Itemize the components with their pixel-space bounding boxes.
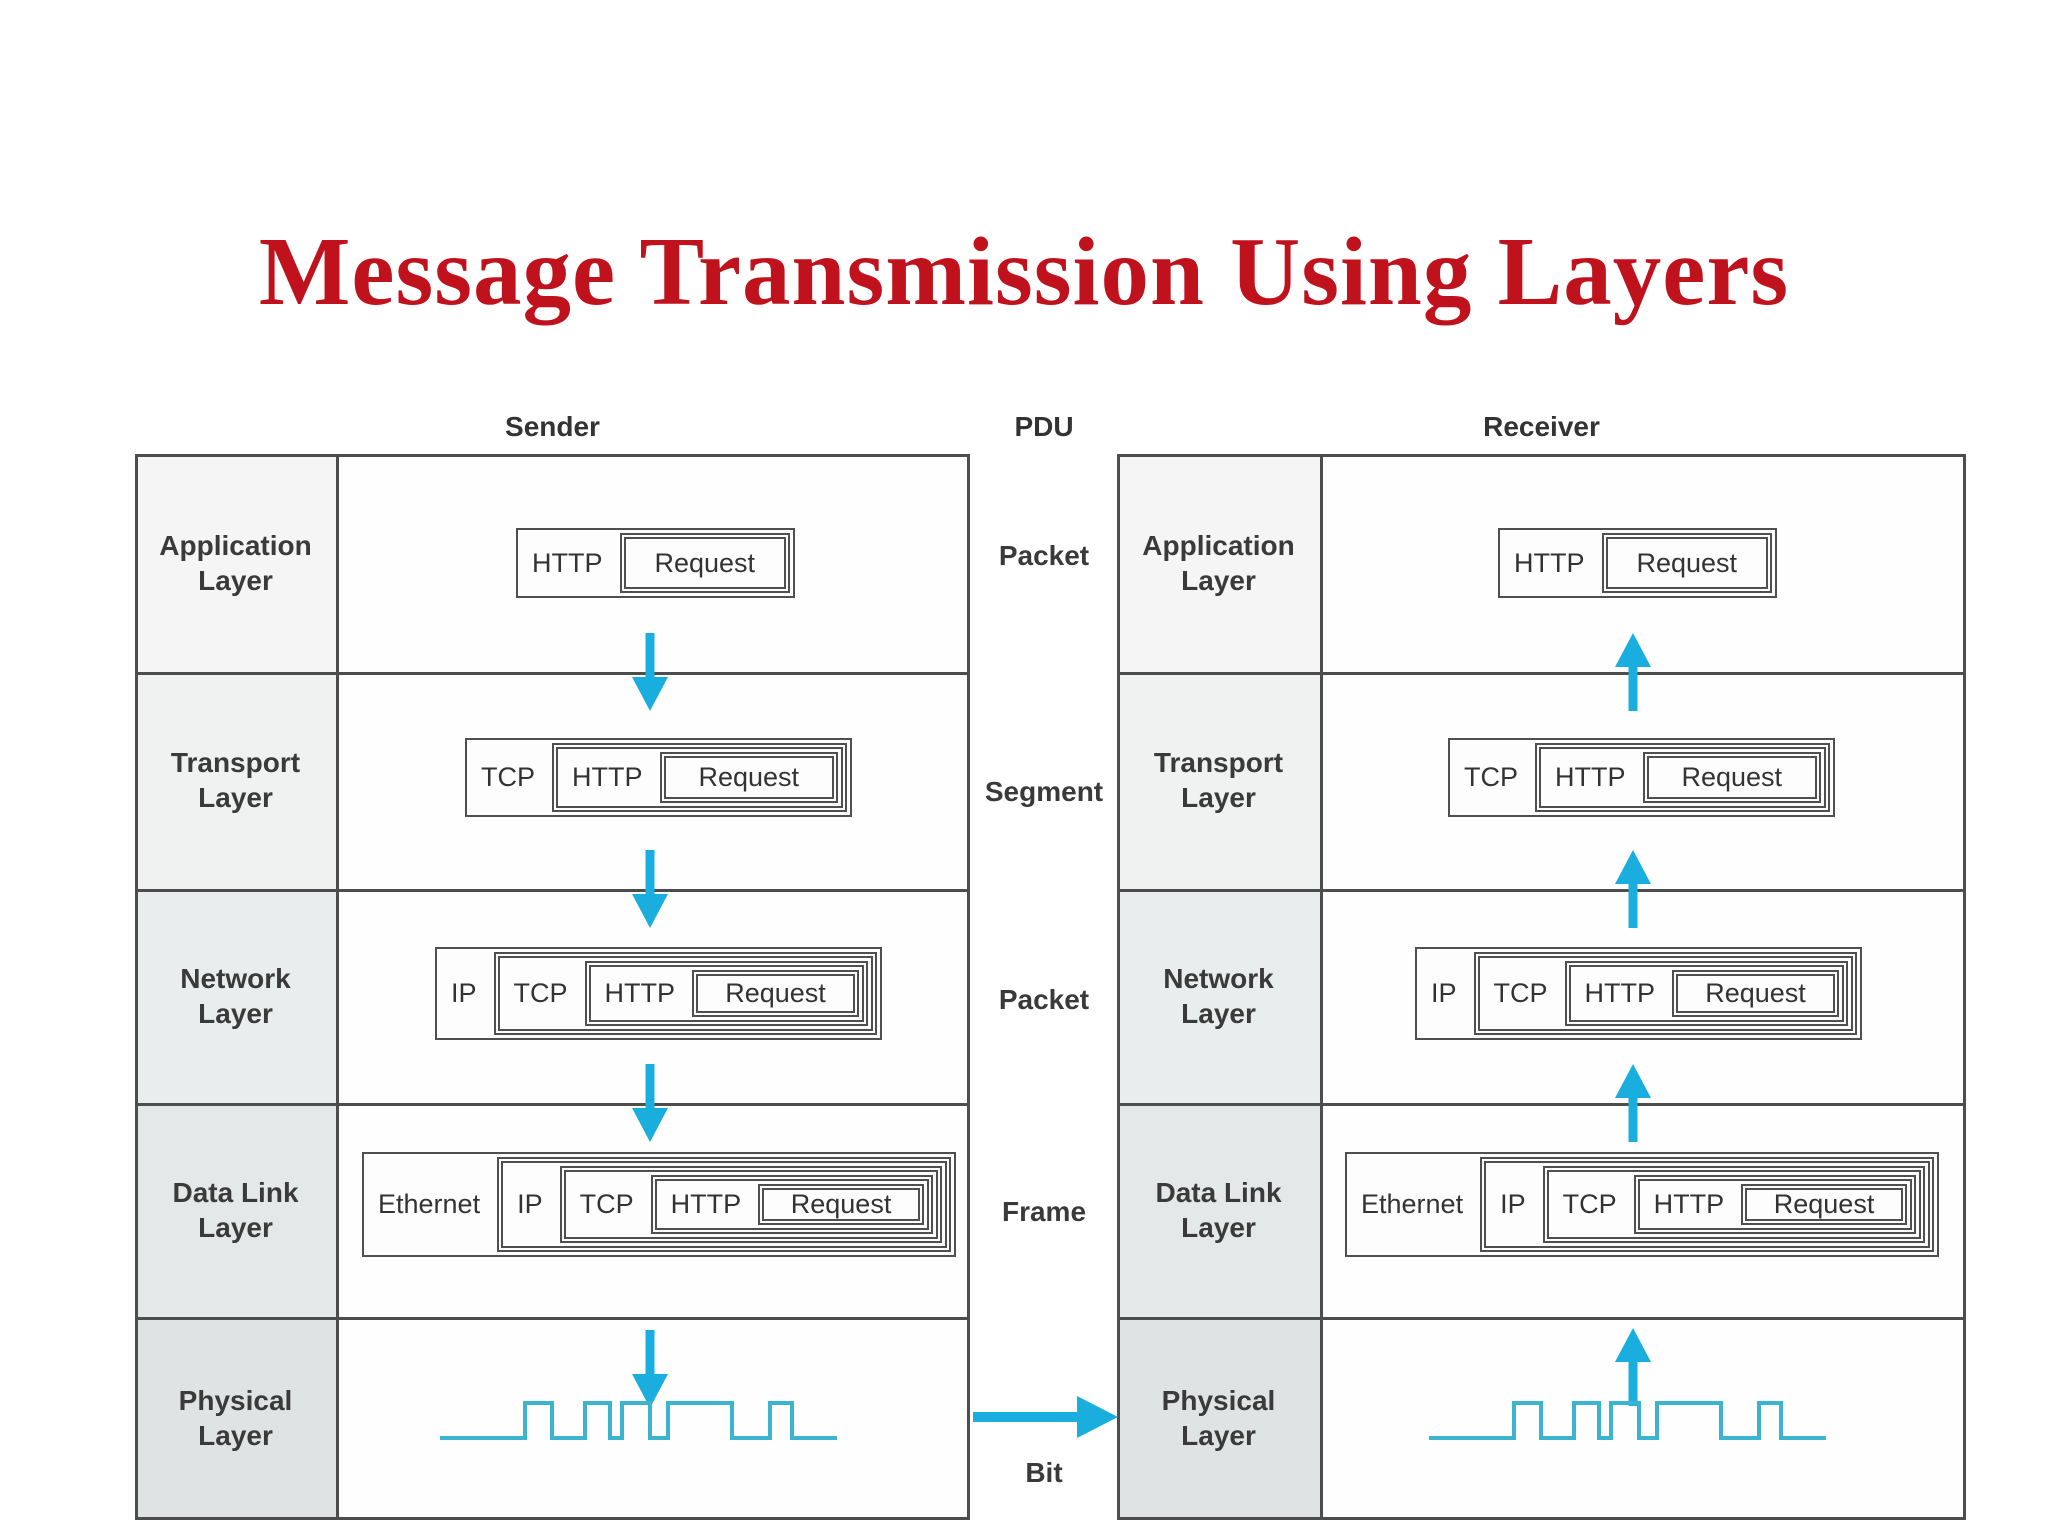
- sender-network-pdu-box: IP TCP HTTP Request: [435, 947, 882, 1040]
- layer-name-cell: [1120, 1106, 1323, 1317]
- layer-name-cell: [1120, 457, 1323, 672]
- pdu-column-header: PDU: [1014, 411, 1074, 442]
- layer-name-cell: [1120, 1320, 1323, 1517]
- receiver-column-header: Receiver: [1483, 411, 1600, 442]
- sender-datalink-pdu-box: Ethernet IP TCP HTTP Request: [362, 1152, 956, 1257]
- layer-name-cell: [1120, 675, 1323, 889]
- layer-name-cell: [138, 457, 339, 672]
- sender-column-header: Sender: [505, 411, 600, 442]
- receiver-transport-pdu-box: TCP HTTP Request: [1448, 738, 1835, 817]
- down-arrow-icon: [632, 633, 668, 711]
- bit-transfer-arrow-icon: [973, 1396, 1118, 1438]
- down-arrow-icon: [632, 1330, 668, 1408]
- up-arrow-icon: [1615, 850, 1651, 928]
- pdu-label-frame: Frame: [1001, 1196, 1087, 1227]
- layer-name-cell: [138, 1320, 339, 1517]
- layer-name-cell: [138, 1106, 339, 1317]
- down-arrow-icon: [632, 1064, 668, 1142]
- pdu-label-segment: Segment: [984, 776, 1104, 807]
- receiver-application-pdu-box: HTTP Request: [1498, 528, 1777, 598]
- up-arrow-icon: [1615, 1328, 1651, 1406]
- pdu-label-packet-network: Packet: [998, 984, 1090, 1015]
- receiver-network-pdu-box: IP TCP HTTP Request: [1415, 947, 1862, 1040]
- digital-signal-waveform: [440, 1401, 837, 1440]
- digital-signal-waveform: [1429, 1401, 1826, 1440]
- down-arrow-icon: [632, 850, 668, 928]
- receiver-datalink-pdu-box: Ethernet IP TCP HTTP Request: [1345, 1152, 1939, 1257]
- layer-name-cell: [138, 892, 339, 1103]
- sender-application-pdu-box: HTTP Request: [516, 528, 795, 598]
- layer-name-cell: [138, 675, 339, 889]
- up-arrow-icon: [1615, 1064, 1651, 1142]
- up-arrow-icon: [1615, 633, 1651, 711]
- layer-name-cell: [1120, 892, 1323, 1103]
- slide-title: Message Transmission Using Layers: [258, 218, 1790, 325]
- sender-transport-pdu-box: TCP HTTP Request: [465, 738, 852, 817]
- pdu-label-bit: Bit: [1025, 1457, 1063, 1488]
- pdu-label-packet-application: Packet: [998, 540, 1090, 571]
